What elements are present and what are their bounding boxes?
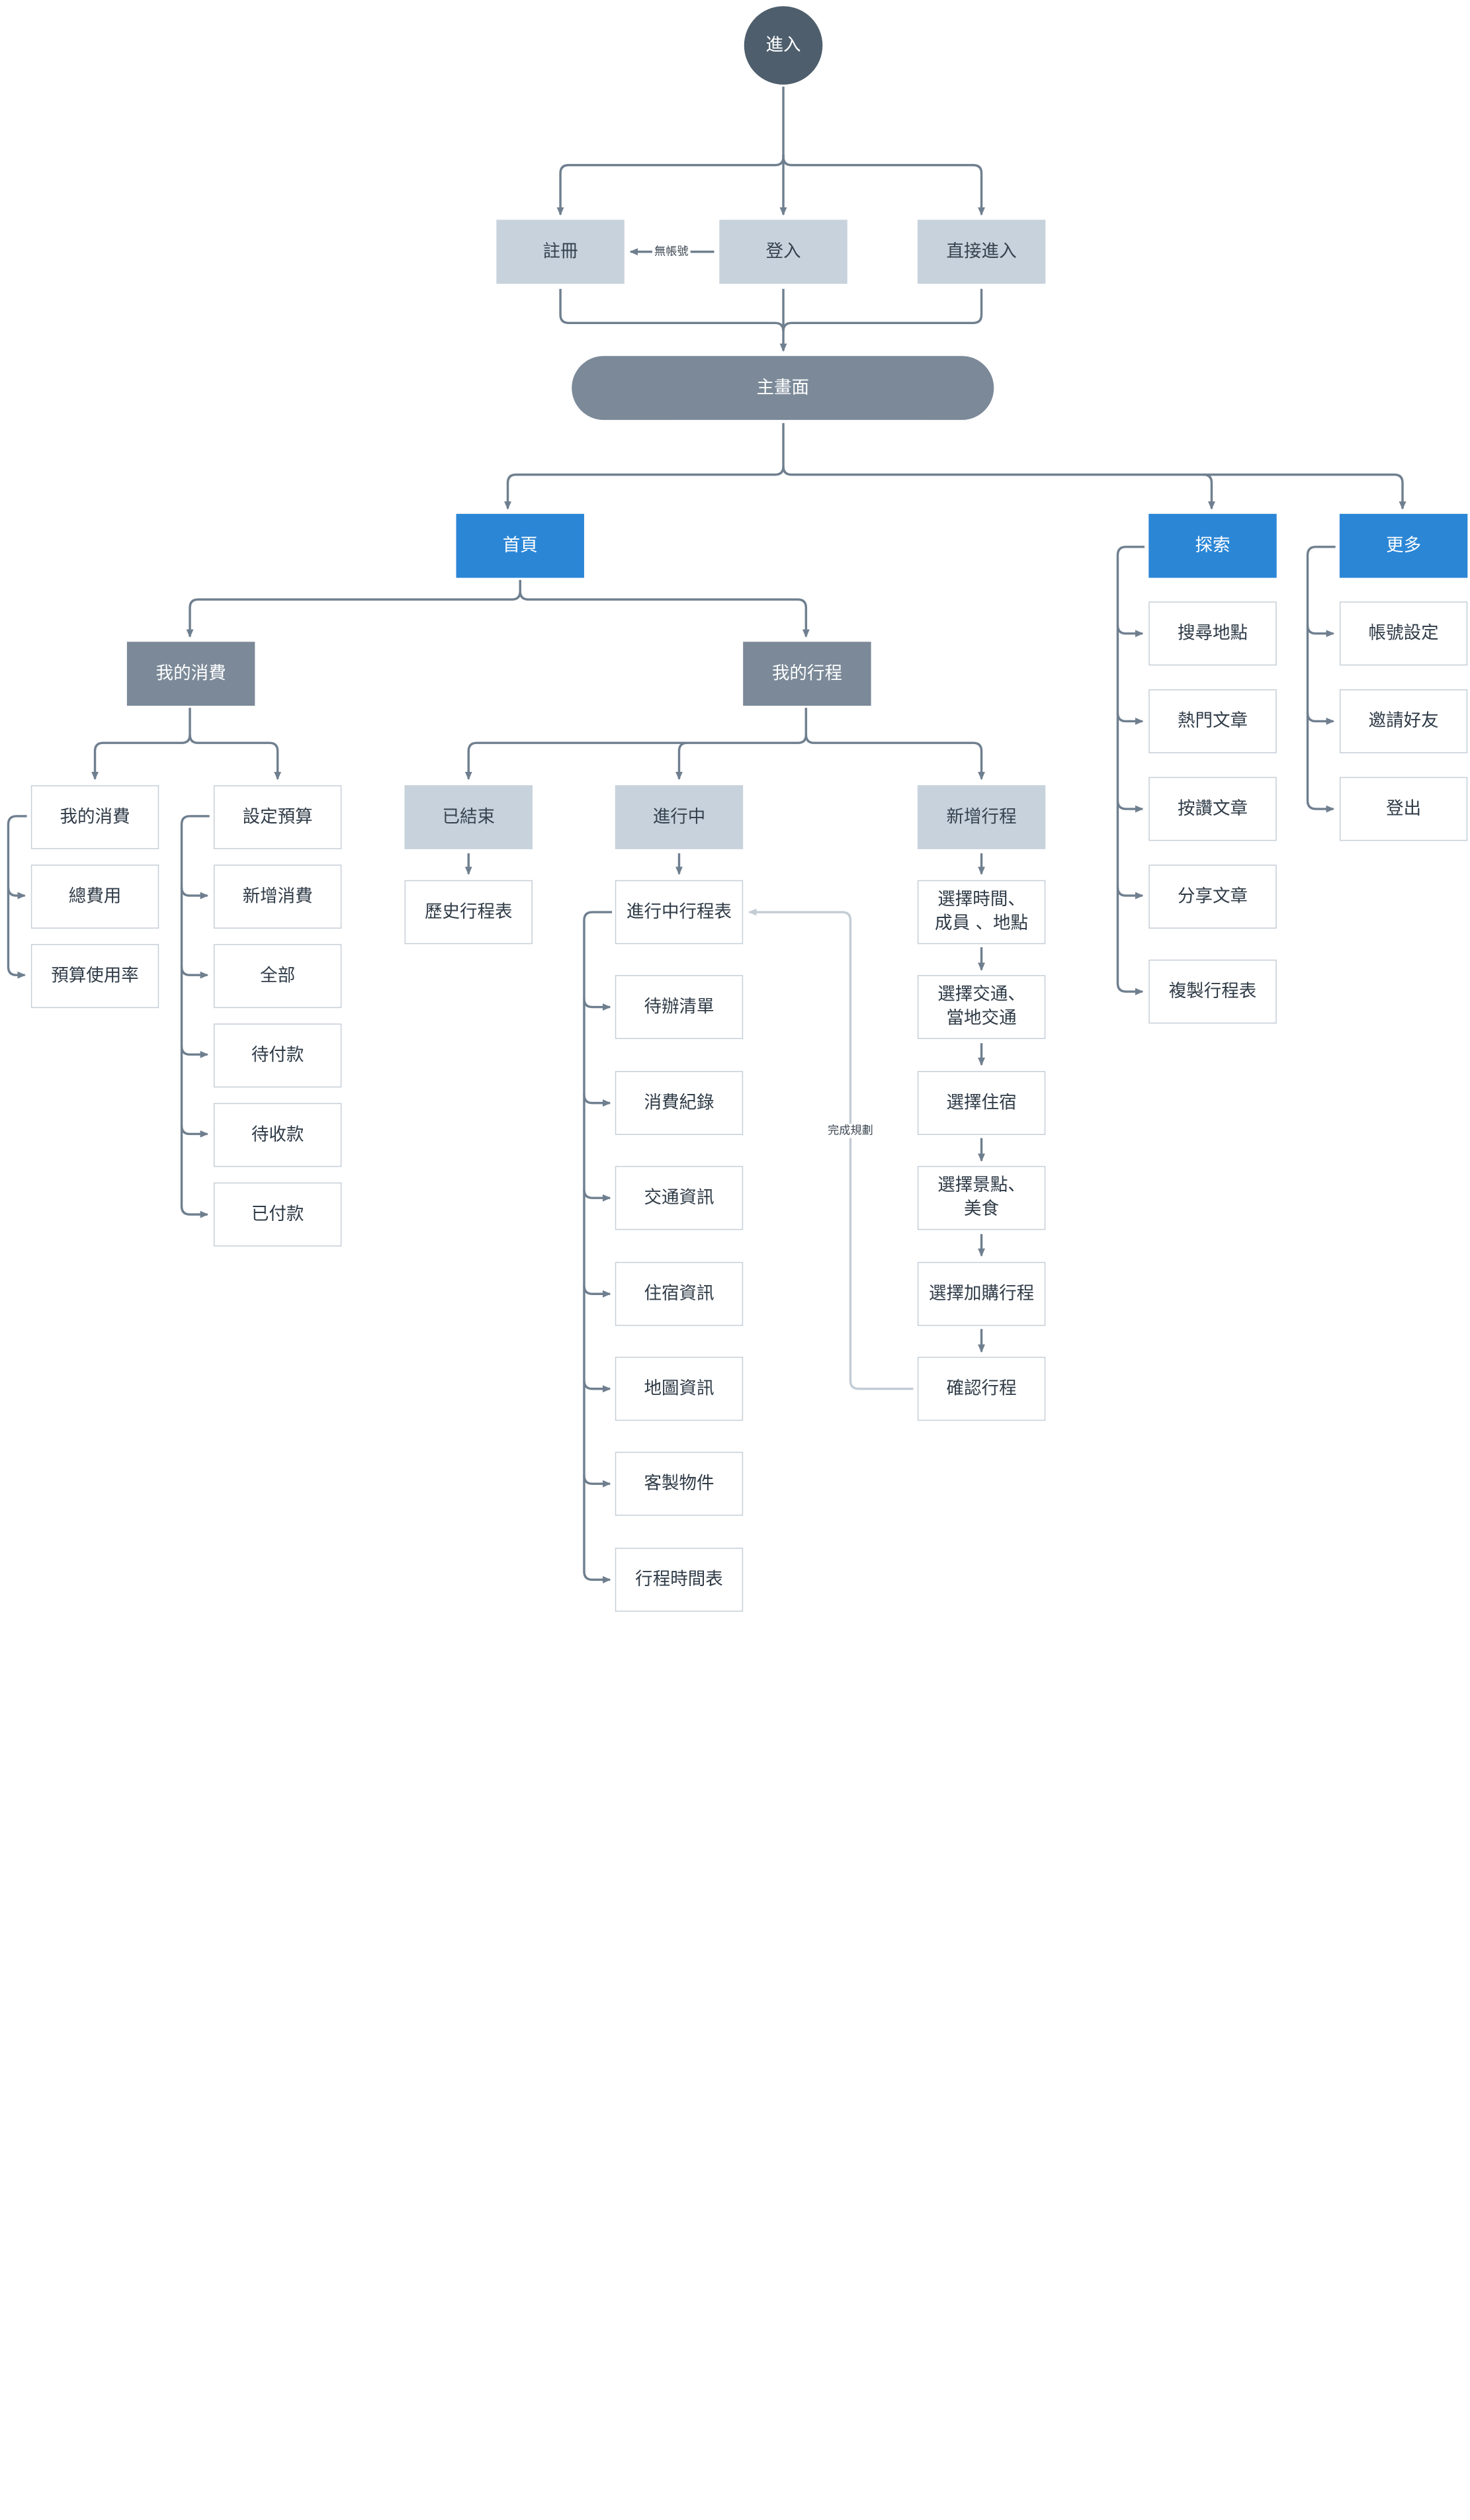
node-choose-time: 選擇時間、 成員 、地點 (917, 880, 1046, 945)
node-explore: 探索 (1148, 513, 1277, 578)
node-main-screen: 主畫面 (572, 356, 994, 420)
node-transport-info: 交通資訊 (615, 1165, 744, 1230)
edge-bracket-explore-2 (1116, 712, 1144, 725)
node-timetable: 行程時間表 (615, 1548, 744, 1612)
edge-bracket-budget (180, 815, 210, 1218)
node-confirm-trip: 確認行程 (917, 1357, 1046, 1421)
edge-spending-right (189, 734, 282, 780)
node-ongoing-schedule: 進行中行程表 (615, 880, 744, 945)
node-paid: 已付款 (213, 1182, 342, 1247)
edge-bracket-explore-1 (1116, 625, 1144, 638)
edge-main-explore (782, 466, 1215, 510)
edge-label-planning-done: 完成規劃 (826, 1123, 875, 1138)
edge-bracket-budget-3 (180, 1046, 209, 1058)
edge-bracket-ongoing (583, 911, 613, 1583)
node-liked-articles: 按讚文章 (1148, 777, 1277, 841)
node-to-receive: 待收款 (213, 1103, 342, 1167)
node-in-progress: 進行中 (615, 785, 744, 849)
edge-bracket-more-2 (1306, 712, 1335, 725)
edge-trips-progress (675, 741, 688, 780)
edge-bracket-budget-2 (180, 966, 209, 979)
node-lodging-info: 住宿資訊 (615, 1261, 744, 1326)
edge-main-more (1203, 473, 1406, 510)
edge-bracket-explore (1116, 546, 1145, 995)
node-my-trips: 我的行程 (743, 642, 871, 706)
edge-bracket-ongoing-6 (583, 1475, 611, 1488)
node-logout: 登出 (1339, 777, 1468, 841)
edge-register-main (559, 288, 785, 331)
node-total-cost: 總費用 (30, 864, 159, 929)
node-copy-schedule: 複製行程表 (1148, 959, 1277, 1024)
node-history-schedule: 歷史行程表 (404, 880, 533, 945)
node-todo-list: 待辦清單 (615, 975, 744, 1039)
edge-bracket-budget-1 (180, 887, 209, 900)
node-map-info: 地圖資訊 (615, 1357, 744, 1421)
node-add-expense: 新增消費 (213, 864, 342, 929)
edge-trips-ended (464, 708, 808, 780)
edge-bracket-more-1 (1306, 625, 1335, 638)
edge-bracket-ongoing-3 (583, 1189, 611, 1202)
edge-enter-direct (782, 154, 986, 216)
node-more: 更多 (1339, 513, 1468, 578)
node-home: 首頁 (456, 513, 584, 578)
node-search-places: 搜尋地點 (1148, 601, 1277, 666)
edge-trips-new (804, 734, 986, 780)
node-budget-usage: 預算使用率 (30, 944, 159, 1009)
node-to-pay: 待付款 (213, 1023, 342, 1088)
edge-bracket-left-mid (7, 887, 26, 900)
edge-bracket-ongoing-5 (583, 1380, 611, 1393)
node-expense-record: 消費紀錄 (615, 1071, 744, 1135)
edge-bracket-ongoing-2 (583, 1095, 611, 1107)
node-login: 登入 (719, 220, 847, 284)
node-enter: 進入 (744, 6, 823, 85)
node-share-articles: 分享文章 (1148, 864, 1277, 929)
edge-confirm-ongoing (748, 908, 914, 1390)
node-spending-mine: 我的消費 (30, 785, 159, 849)
edge-enter-register (556, 154, 785, 216)
edge-home-trips (519, 591, 810, 638)
edge-direct-main (782, 288, 983, 331)
node-choose-spots: 選擇景點、 美食 (917, 1165, 1046, 1230)
edge-bracket-ongoing-1 (583, 998, 611, 1011)
node-account-settings: 帳號設定 (1339, 601, 1468, 666)
node-invite-friends: 邀請好友 (1339, 689, 1468, 753)
node-custom-items: 客製物件 (615, 1451, 744, 1516)
edge-label-no-account: 無帳號 (652, 244, 691, 259)
edge-bracket-explore-4 (1116, 887, 1144, 900)
node-choose-transport: 選擇交通、 當地交通 (917, 975, 1046, 1039)
node-ended: 已結束 (404, 785, 533, 849)
edge-bracket-explore-3 (1116, 800, 1144, 813)
connector-layer (7, 87, 1406, 1583)
node-register: 註冊 (496, 220, 625, 284)
node-choose-lodging: 選擇住宿 (917, 1071, 1046, 1135)
edge-spending-left (91, 708, 191, 780)
node-hot-articles: 熱門文章 (1148, 689, 1277, 753)
node-new-trip: 新增行程 (917, 785, 1046, 849)
node-my-spending: 我的消費 (126, 642, 255, 706)
edge-bracket-more (1306, 546, 1336, 813)
node-choose-addons: 選擇加購行程 (917, 1261, 1046, 1326)
edge-bracket-ongoing-4 (583, 1285, 611, 1298)
node-all: 全部 (213, 944, 342, 1009)
edge-main-split (504, 423, 785, 510)
edge-home-spending (186, 579, 521, 638)
node-set-budget: 設定預算 (213, 785, 342, 849)
edge-bracket-budget-4 (180, 1125, 209, 1138)
edge-bracket-left (7, 815, 27, 979)
node-direct-enter: 直接進入 (917, 220, 1046, 284)
